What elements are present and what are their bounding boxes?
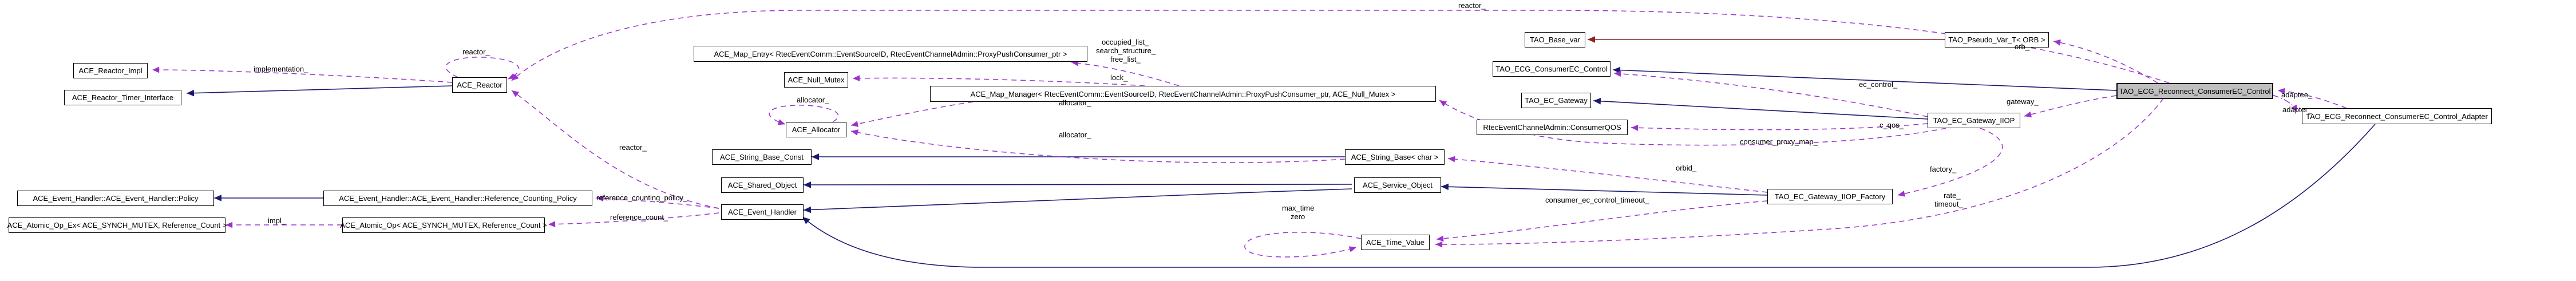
edge-label-gateway: gateway_ [2007,97,2039,106]
class-node-ace-reactor-timer-interface[interactable]: ACE_Reactor_Timer_Interface [64,90,181,105]
edge-adapter-to-eventhandler [802,124,2376,268]
class-node-ace-event-handler[interactable]: ACE_Event_Handler [721,204,804,220]
edge-factory-timevalue [1436,200,1768,242]
edge-label-occupied-list: occupied_list_ [1102,38,1149,46]
edge-reconnect-orb [2053,39,2158,84]
edge-label-c-qos: c_qos_ [1879,121,1904,129]
edge-label-reactor-self: reactor_ [462,48,490,56]
class-node-ace-null-mutex[interactable]: ACE_Null_Mutex [784,72,848,88]
class-node-ace-map-entry[interactable]: ACE_Map_Entry< RtecEventComm::EventSourc… [694,46,1087,62]
edge-label-adapter: adapter_ [2282,105,2312,114]
class-node-tao-ecg-reconnect-consumerec-control[interactable]: TAO_ECG_Reconnect_ConsumerEC_Control [2116,83,2273,99]
edge-label-reactor-long: reactor_ [1458,1,1486,10]
edge-reconnect-timevalue [1435,98,2164,248]
class-node-rteceventchanneladmin-consumerqos[interactable]: RtecEventChannelAdmin::ConsumerQOS [1477,120,1628,135]
class-node-ace-time-value[interactable]: ACE_Time_Value [1361,235,1430,250]
class-node-ace-shared-object[interactable]: ACE_Shared_Object [721,177,804,193]
edge-label-factory: factory_ [1930,165,1957,173]
edge-reconnect-adapter [2272,94,2298,113]
edge-reactor-self-loop [445,57,520,80]
edge-allocator-self-loop [769,104,839,125]
edge-label-search-structure: search_structure_ [1096,46,1156,55]
edge-label-adaptee: adaptee_ [2281,90,2313,99]
class-node-ace-map-manager[interactable]: ACE_Map_Manager< RtecEventComm::EventSou… [930,86,1436,102]
edge-gatewayiiop-factory [1897,128,2003,197]
edge-gatewayiiop-to-gateway [1593,97,1928,120]
edge-mapmanager-allocator [850,101,974,127]
edge-reconnect-to-consumereccontrol [1612,66,2117,91]
edge-gatewayiiop-cqos [1631,123,1928,131]
edge-label-allocator-mapmanager: allocator_ [1059,98,1091,107]
edge-label-free-list: free_list_ [1110,55,1141,64]
edge-label-orb: orb_ [2015,42,2030,51]
edge-reactor-to-timer-interface [186,85,453,97]
edge-label-consumer-ec-control-timeout: consumer_ec_control_timeout_ [1545,196,1649,204]
class-node-tao-ecg-reconnect-consumerec-control-adapter[interactable]: TAO_ECG_Reconnect_ConsumerEC_Control_Ada… [2302,108,2492,124]
class-node-ace-event-handler-reference-counting-policy[interactable]: ACE_Event_Handler::ACE_Event_Handler::Re… [323,191,592,206]
class-node-tao-ecg-consumerec-control[interactable]: TAO_ECG_ConsumerEC_Control [1493,61,1611,77]
class-node-ace-atomic-op-ex[interactable]: ACE_Atomic_Op_Ex< ACE_SYNCH_MUTEX, Refer… [7,217,227,233]
edge-reconnect-gatewayiiop [2024,95,2117,118]
edge-label-orbid: orbid_ [1676,164,1697,172]
class-node-tao-ec-gateway-iiop-factory[interactable]: TAO_EC_Gateway_IIOP_Factory [1767,189,1893,204]
class-node-ace-atomic-op[interactable]: ACE_Atomic_Op< ACE_SYNCH_MUTEX, Referenc… [340,217,547,233]
class-node-ace-reactor[interactable]: ACE_Reactor [452,77,507,93]
class-node-ace-event-handler-policy[interactable]: ACE_Event_Handler::ACE_Event_Handler::Po… [17,191,214,206]
edge-mapmanager-mapentry [1071,60,1180,86]
edge-label-lock: lock_ [1110,73,1128,82]
class-node-ace-reactor-impl[interactable]: ACE_Reactor_Impl [73,63,148,78]
class-node-tao-ec-gateway[interactable]: TAO_EC_Gateway [1521,93,1591,108]
edge-label-reference-counting-policy: reference_counting_policy_ [596,193,687,202]
edge-label-ec-control: ec_control_ [1859,80,1898,89]
edge-serviceobject-to-eventhandler [803,188,1352,213]
edge-label-timeout: timeout_ [1934,200,1963,208]
edge-mapmanager-nullmutex [852,75,1145,86]
edge-label-allocator-self: allocator_ [797,96,829,104]
edge-serviceobject-to-sharedobject [803,181,1352,188]
edge-label-implementation: implementation_ [254,65,308,73]
edge-label-max-time: max_time [1282,204,1315,212]
edge-stringbase-allocator [850,129,1346,163]
class-node-ace-string-base-const[interactable]: ACE_String_Base_Const [712,149,812,165]
edge-label-zero: zero [1291,212,1305,221]
class-node-tao-base-var[interactable]: TAO_Base_var [1525,32,1585,48]
edge-label-allocator-stringbase: allocator_ [1059,130,1091,139]
edge-eventhandler-atomicop [548,212,719,228]
class-node-ace-string-base-char[interactable]: ACE_String_Base< char > [1345,149,1445,165]
edge-label-impl: impl_ [268,216,286,225]
edge-label-reactor-eventhandler: reactor_ [619,143,647,152]
edge-label-reference-count: reference_count_ [610,213,668,221]
class-node-tao-pseudo-var-t-orb[interactable]: TAO_Pseudo_Var_T< ORB > [1945,32,2049,48]
edge-label-rate: rate_ [1944,191,1961,200]
edge-factory-to-serviceobject [1441,183,1768,196]
edge-factory-stringbase [1447,156,1768,193]
class-node-tao-ec-gateway-iiop[interactable]: TAO_EC_Gateway_IIOP [1928,113,2020,128]
edge-gatewayiiop-eccontrol [1613,70,1928,117]
edge-eventhandler-reactor [511,90,719,209]
edge-label-consumer-proxy-map: consumer_proxy_map_ [1740,137,1818,146]
class-node-ace-service-object[interactable]: ACE_Service_Object [1354,177,1441,193]
edge-eventhandler-refcountingpolicy [596,195,719,209]
edge-reactor-implementation [152,66,453,83]
class-node-ace-allocator[interactable]: ACE_Allocator [786,122,846,137]
edge-timevalue-self-loop [1244,232,1362,258]
